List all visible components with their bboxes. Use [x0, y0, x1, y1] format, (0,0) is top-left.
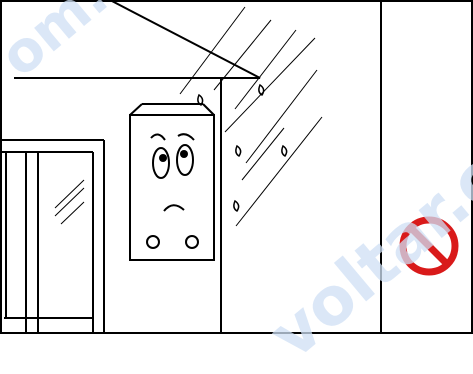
- instruction-illustration: om.ua voltar.c: [0, 0, 473, 334]
- scene-svg: [0, 0, 473, 334]
- prohibited-icon: [403, 220, 455, 272]
- roof-outline: [14, 0, 260, 78]
- boiler-icon: [130, 104, 214, 260]
- frame-border: [1, 1, 472, 333]
- window: [0, 140, 104, 334]
